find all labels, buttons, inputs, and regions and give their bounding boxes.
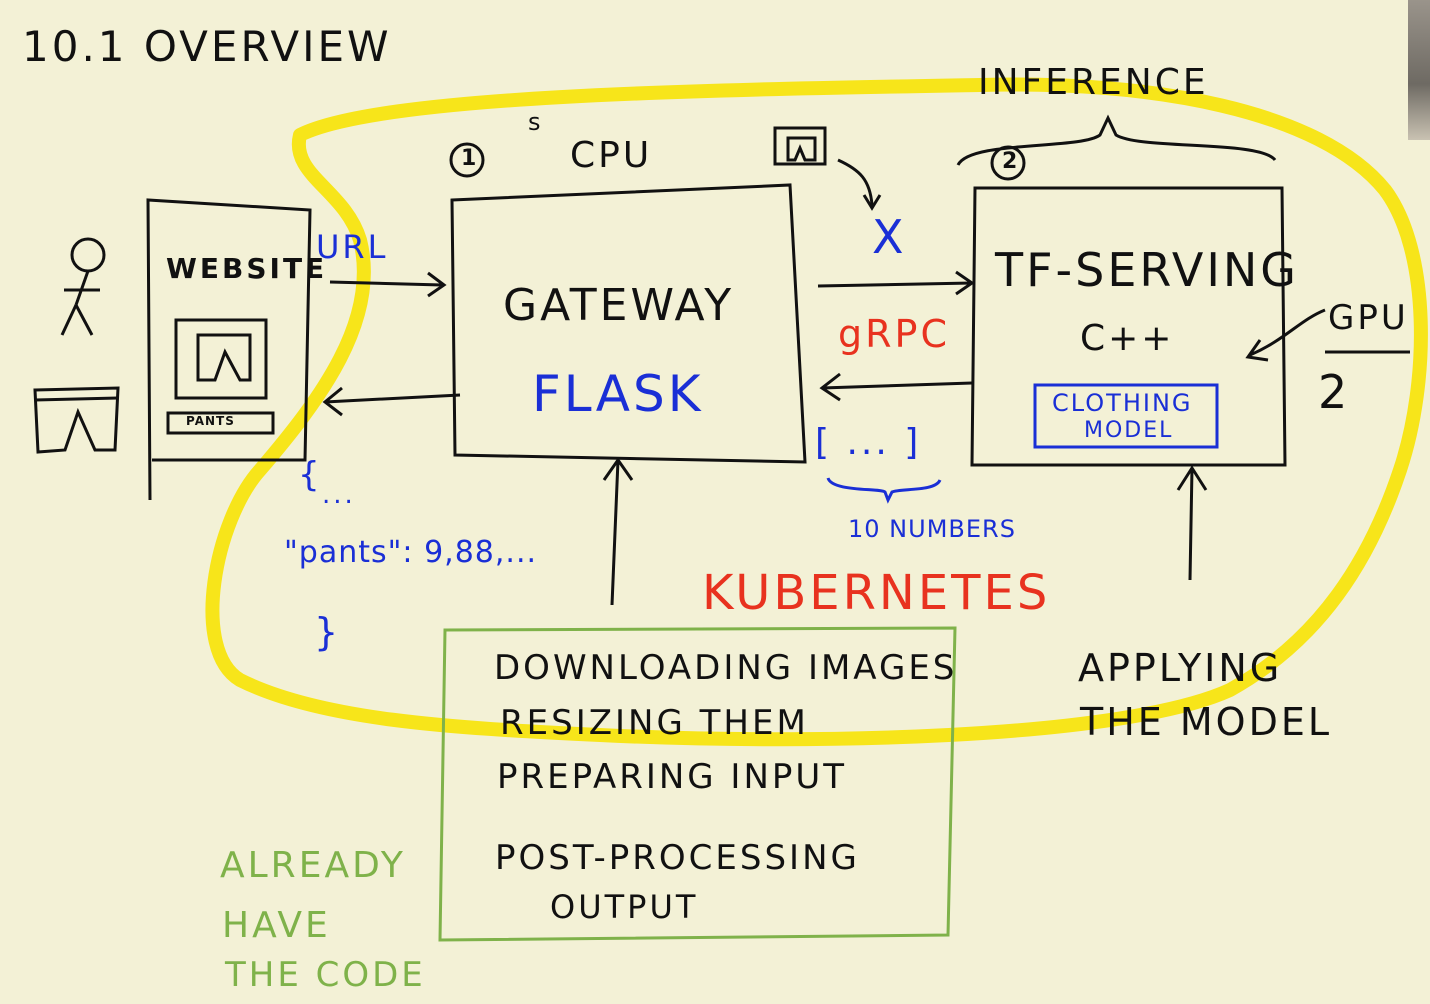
gpu-label: GPU [1328,298,1409,338]
ten-numbers-label: 10 NUMBERS [848,515,1016,543]
cpp-label: C++ [1080,318,1175,359]
gateway-label: GATEWAY [503,280,735,331]
inference-brace [956,114,1277,166]
kubernetes-label: KUBERNETES [702,565,1051,621]
grpc-request-arrow [817,270,975,296]
already-line2: HAVE [222,905,331,946]
task-preparing: PREPARING INPUT [497,757,848,797]
json-dots: ... [322,480,356,510]
already-line1: ALREADY [220,845,406,886]
tf-serving-up-arrow [1176,465,1208,581]
clothing-model-box [1033,383,1219,449]
step1-circle [449,142,485,178]
page-title: 10.1 OVERVIEW [22,22,392,71]
already-line3: THE CODE [225,955,426,995]
gpu-arrow [1245,308,1326,362]
tf-serving-box [970,186,1287,467]
clothing-model-line2: MODEL [1084,418,1174,443]
x-tensor-label: X [872,210,907,264]
ten-numbers-brace [826,477,942,504]
flask-label: FLASK [532,365,704,423]
json-pants-entry: "pants": 9,88,... [284,535,538,570]
applying-line2: THE MODEL [1080,700,1333,744]
code-box [438,626,957,942]
website-box [146,198,312,501]
url-arrow [329,271,447,298]
user-icon [60,237,106,336]
website-label: WEBSITE [166,252,328,285]
url-label: URL [316,228,389,266]
json-open-brace: { [298,455,323,495]
step2-label: 2 [1002,149,1021,174]
step1-label: 1 [461,146,480,171]
pants-icon [33,386,120,454]
kubernetes-boundary [205,77,1428,747]
task-resizing: RESIZING THEM [500,703,809,743]
tf-serving-label: TF-SERVING [995,243,1299,297]
clothing-model-line1: CLOTHING [1052,389,1193,417]
grpc-label: gRPC [838,312,950,356]
gateway-box [450,183,807,464]
json-close-brace: } [314,610,342,654]
task-post-processing: POST-PROCESSING [495,838,860,878]
gateway-up-arrow [602,457,634,606]
task-downloading: DOWNLOADING IMAGES [494,648,958,688]
cpu-label: CPU [570,135,653,176]
cpu-note: s [528,108,544,136]
output-array-label: [ ... ] [815,422,922,463]
gpu-count-label: 2 [1318,365,1351,419]
response-arrow [322,386,461,417]
grpc-response-arrow [819,372,973,402]
image-thumbnail-icon [773,126,882,211]
applying-line1: APPLYING [1078,646,1283,690]
task-output: OUTPUT [550,888,699,926]
webcam-strip [1408,0,1430,140]
pants-button-label: PANTS [186,414,235,428]
inference-label: INFERENCE [978,62,1209,103]
